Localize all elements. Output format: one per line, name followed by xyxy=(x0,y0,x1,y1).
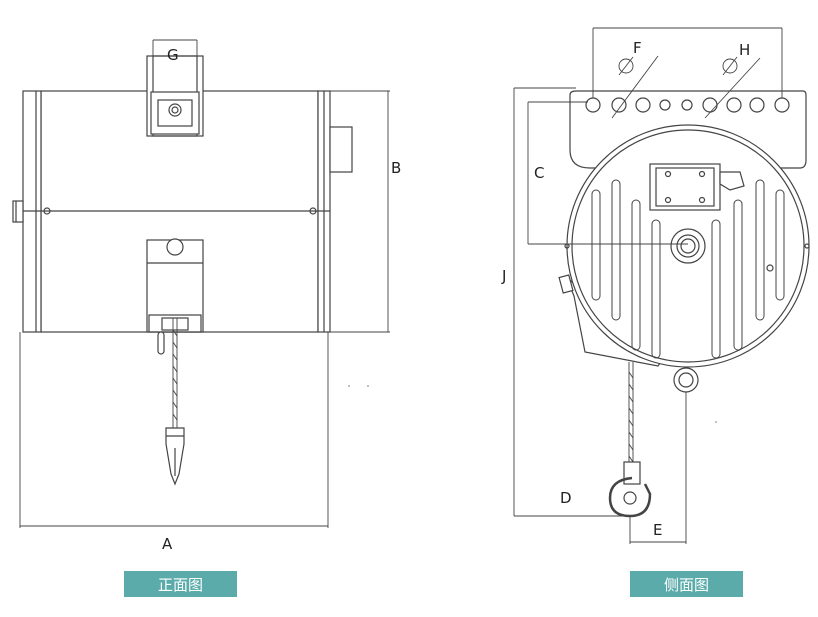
side-motor-box xyxy=(649,163,721,211)
label-e: E xyxy=(653,521,662,539)
label-f: F xyxy=(633,39,642,57)
front-wire-rope xyxy=(172,318,178,430)
label-d: D xyxy=(560,489,572,507)
label-a: A xyxy=(162,535,173,553)
front-view-caption: 正面图 xyxy=(124,571,237,597)
side-cooling-slots xyxy=(591,179,785,359)
side-center-hub xyxy=(670,228,706,264)
label-h: H xyxy=(739,41,750,59)
label-b: B xyxy=(391,159,401,177)
side-view-caption: 侧面图 xyxy=(630,571,743,597)
front-view xyxy=(12,39,390,528)
label-j: J xyxy=(501,267,506,285)
side-hook xyxy=(608,476,652,518)
front-side-box xyxy=(329,126,353,173)
side-mounting-holes xyxy=(585,97,790,113)
side-wire-rope xyxy=(628,362,634,466)
side-hook-swivel xyxy=(623,461,641,485)
label-c: C xyxy=(534,164,544,182)
side-view xyxy=(513,27,810,544)
side-dimensions xyxy=(513,27,783,544)
front-left-knob xyxy=(12,200,24,223)
side-eye-bolt xyxy=(673,367,699,393)
label-g: G xyxy=(167,46,179,64)
